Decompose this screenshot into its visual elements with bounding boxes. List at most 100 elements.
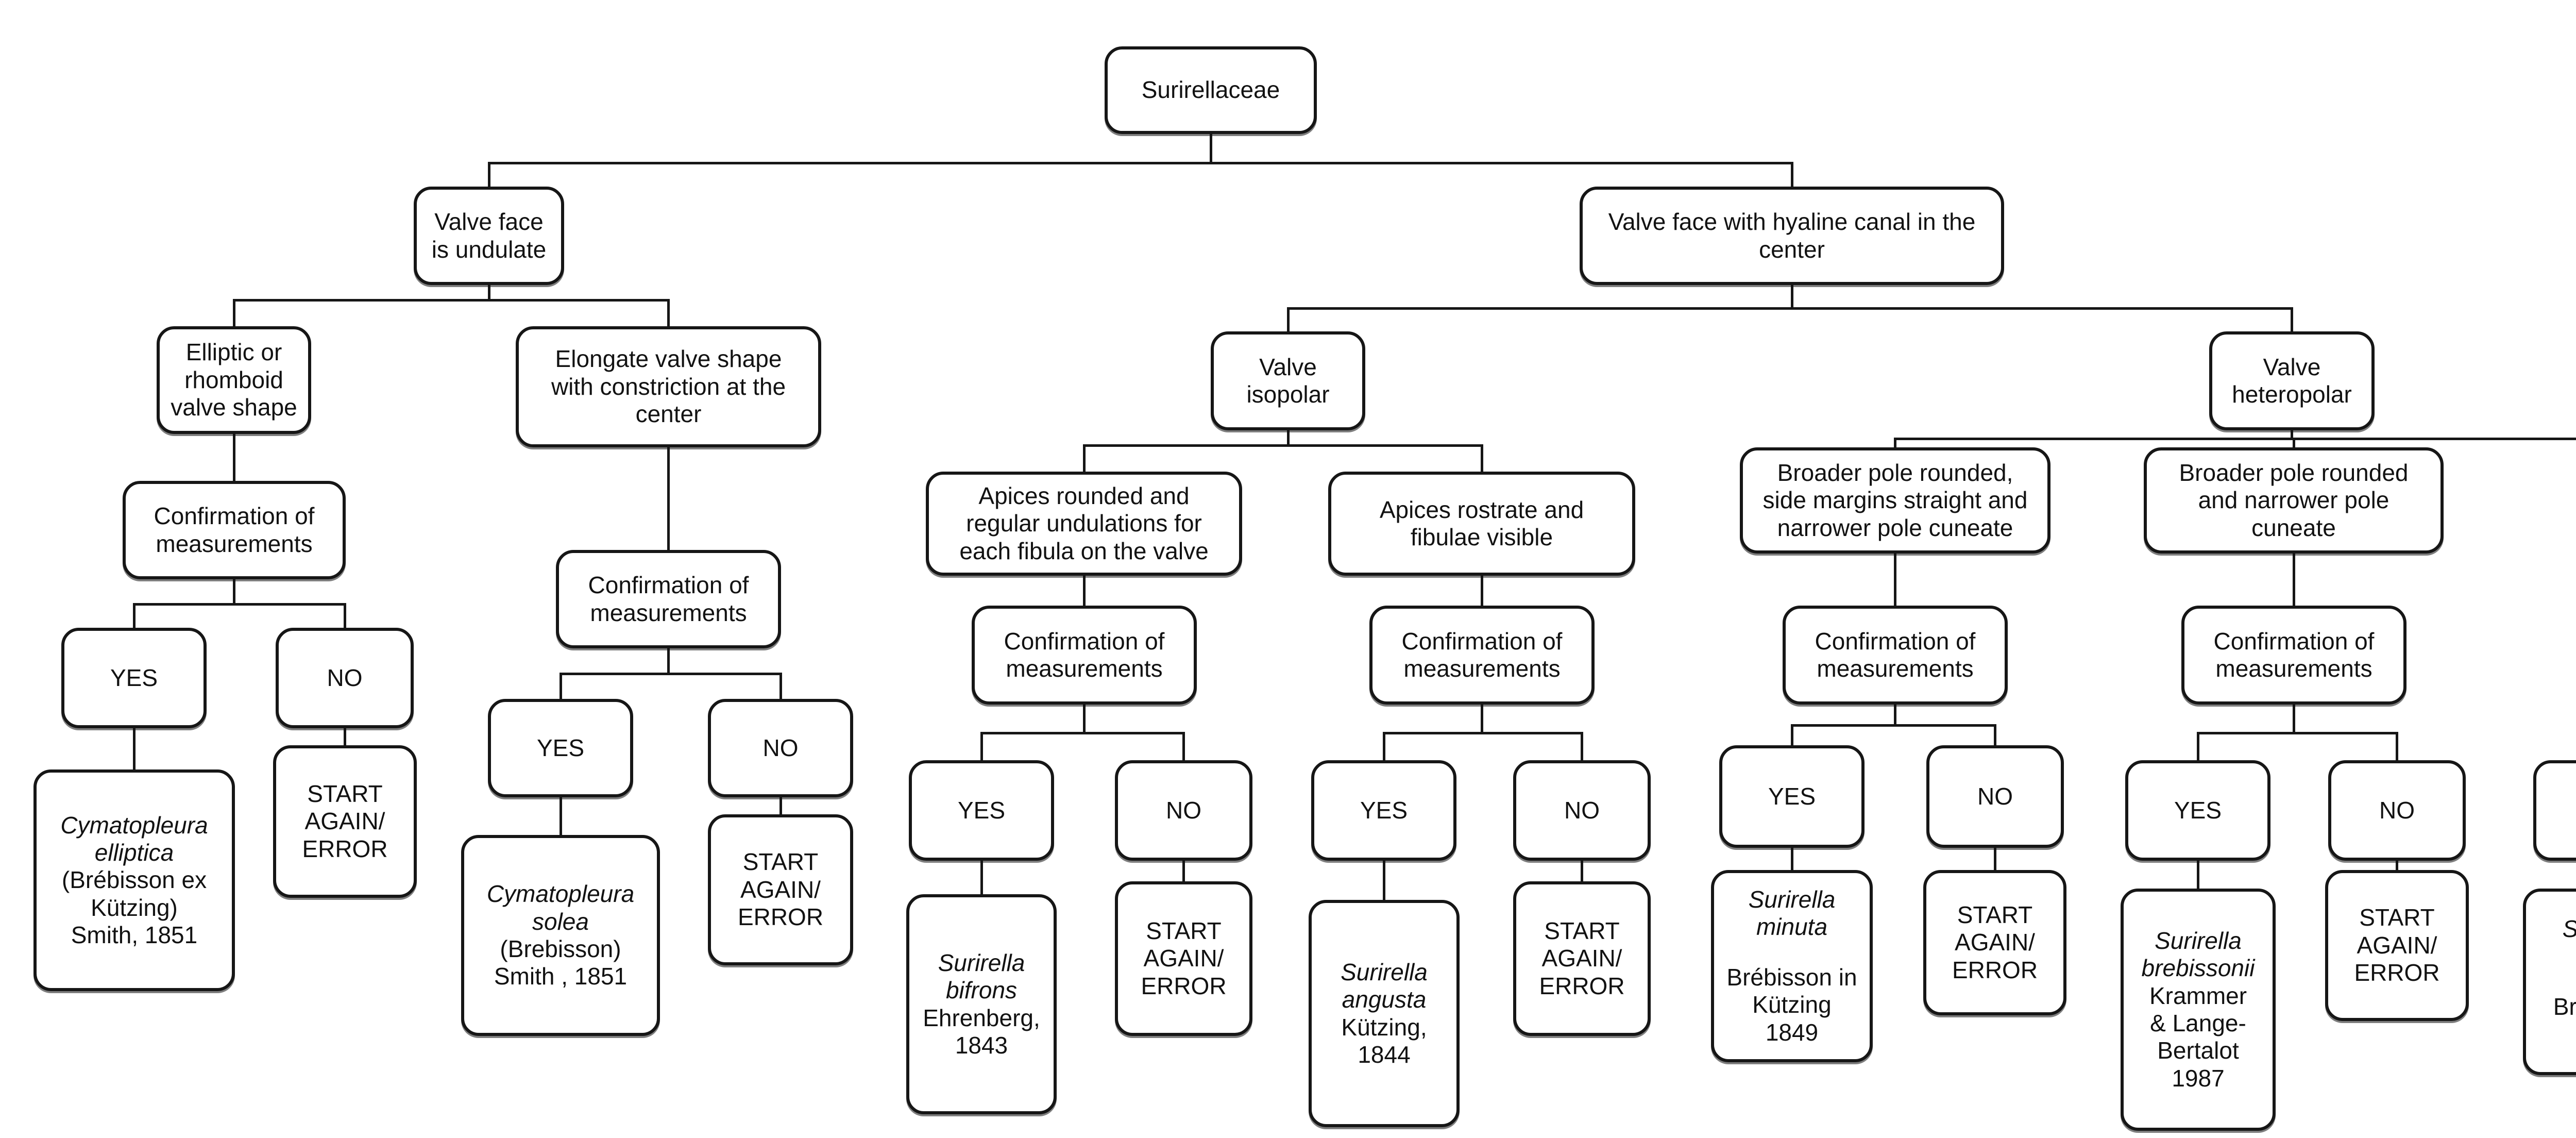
connector-line (233, 299, 235, 326)
connector-line (1791, 724, 1996, 727)
node-broader-pole-rounded-cuneate: Broader pole rounded and narrower pole c… (2144, 447, 2444, 554)
connector-line (1481, 444, 1483, 472)
node-label: YES (110, 664, 158, 691)
no-box: NO (276, 628, 414, 728)
connector-line (980, 732, 1185, 734)
confirmation-of-measurements-box: Confirmation of measurements (1369, 606, 1595, 705)
yes-box: YES (61, 628, 207, 728)
connector-line (980, 732, 983, 760)
connector-line (2293, 438, 2295, 447)
connector-line (560, 673, 562, 699)
node-broader-pole-rounded-straight: Broader pole rounded, side margins strai… (1740, 447, 2050, 554)
connector-line (1083, 705, 1086, 732)
species-authority: (Brebisson) Smith , 1851 (494, 935, 628, 990)
connector-line (1581, 732, 1583, 760)
yes-box: YES (2533, 760, 2576, 861)
species-surirella-angusta: Surirella angusta Kützing, 1844 (1309, 900, 1460, 1127)
yes-box: YES (909, 760, 1054, 861)
node-label: Valve face is undulate (431, 208, 547, 263)
connector-line (1894, 438, 1896, 447)
node-label: NO (1166, 796, 1201, 824)
species-name: Surirella brebissonii (2141, 927, 2255, 982)
connector-line (980, 861, 983, 894)
node-valve-isopolar: Valve isopolar (1211, 331, 1365, 430)
connector-line (1383, 732, 1583, 734)
connector-line (2197, 861, 2199, 889)
node-label: START AGAIN/ ERROR (1952, 901, 2038, 983)
connector-line (2291, 307, 2293, 331)
species-authority: Krammer & Lange- Bertalot 1987 (2149, 982, 2247, 1092)
node-label: NO (1564, 796, 1600, 824)
connector-line (488, 162, 1793, 164)
node-label: Confirmation of measurements (2213, 627, 2375, 682)
connector-line (1894, 705, 1896, 724)
connector-line (1791, 162, 1793, 187)
connector-line (344, 603, 346, 628)
connector-line (2293, 705, 2295, 732)
no-box: NO (1115, 760, 1252, 861)
connector-line (1581, 861, 1583, 881)
yes-box: YES (2125, 760, 2270, 861)
no-box: NO (1513, 760, 1651, 861)
connector-line (1481, 576, 1483, 606)
confirmation-of-measurements-box: Confirmation of measurements (123, 481, 346, 579)
node-label: YES (957, 796, 1006, 824)
node-label: Elliptic or rhomboid valve shape (171, 339, 297, 421)
connector-line (1383, 861, 1385, 900)
node-label: START AGAIN/ ERROR (1539, 917, 1625, 999)
node-label: Apices rounded and regular undulations f… (959, 482, 1209, 564)
species-cymatopleura-solea: Cymatopleura solea (Brebisson) Smith , 1… (461, 835, 660, 1036)
connector-line (2197, 732, 2199, 760)
species-name: Surirella bifrons (938, 949, 1025, 1004)
connector-line (1287, 307, 2293, 310)
connector-line (1791, 848, 1793, 870)
species-authority: Ehrenberg, 1843 (923, 1004, 1040, 1059)
start-again-error-box: START AGAIN/ ERROR (2325, 870, 2469, 1021)
connector-line (133, 603, 135, 628)
node-label: Apices rostrate and fibulae visible (1379, 496, 1584, 550)
connector-line (2293, 554, 2295, 606)
start-again-error-box: START AGAIN/ ERROR (708, 814, 853, 965)
connector-line (1994, 724, 1996, 745)
connector-line (560, 673, 782, 675)
species-name: Cymatopleura elliptica (60, 811, 208, 866)
node-label: Broader pole rounded and narrower pole c… (2179, 459, 2409, 541)
confirmation-of-measurements-box: Confirmation of measurements (972, 606, 1197, 705)
node-label: NO (327, 664, 363, 691)
species-authority: Kützing, 1844 (1341, 1013, 1427, 1068)
species-cymatopleura-elliptica: Cymatopleura elliptica (Brébisson ex Küt… (33, 769, 235, 991)
node-valve-heteropolar: Valve heteropolar (2209, 331, 2375, 430)
node-label: YES (1768, 782, 1816, 810)
node-label: Confirmation of measurements (1815, 627, 1976, 682)
connector-line (779, 673, 782, 699)
node-valve-face-is-undulate: Valve face is undulate (414, 187, 564, 285)
node-label: YES (2174, 796, 2222, 824)
node-label: NO (2379, 796, 2415, 824)
connector-line (133, 728, 135, 769)
connector-line (133, 603, 346, 606)
connector-line (488, 285, 490, 299)
no-box: NO (1926, 745, 2064, 848)
node-label: Valve heteropolar (2232, 353, 2352, 408)
connector-line (2396, 732, 2398, 760)
confirmation-of-measurements-box: Confirmation of measurements (556, 550, 781, 648)
connector-line (1083, 444, 1483, 447)
connector-line (667, 299, 670, 326)
node-label: NO (1977, 782, 2013, 810)
connector-line (1791, 724, 1793, 745)
connector-line (1083, 444, 1086, 472)
connector-line (2197, 732, 2398, 734)
connector-line (344, 728, 346, 745)
node-valve-face-hyaline-canal: Valve face with hyaline canal in the cen… (1580, 187, 2004, 285)
species-authority: (Brébisson ex Kützing) Smith, 1851 (61, 866, 207, 949)
node-label: YES (536, 734, 585, 761)
species-surirella-brebissonii: Surirella brebissonii Krammer & Lange- B… (2121, 889, 2276, 1131)
start-again-error-box: START AGAIN/ ERROR (273, 745, 417, 898)
confirmation-of-measurements-box: Confirmation of measurements (1783, 606, 2008, 705)
connector-line (1083, 576, 1086, 606)
node-elongate-constriction: Elongate valve shape with constriction a… (516, 326, 821, 447)
connector-line (1182, 861, 1185, 881)
node-label: Surirellaceae (1141, 76, 1280, 104)
node-label: NO (762, 734, 799, 761)
node-label: START AGAIN/ ERROR (302, 780, 388, 862)
